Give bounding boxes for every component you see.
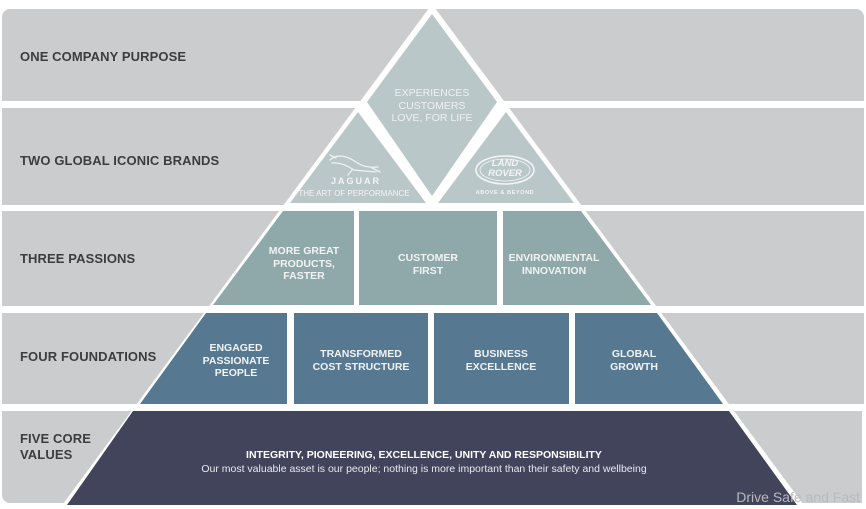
foundation-4-line2: GROWTH [610,360,658,373]
foundation-transformed-cost: TRANSFORMED COST STRUCTURE [313,348,410,373]
foundation-3-line2: EXCELLENCE [465,360,537,373]
tier-brand-jaguar-segment [290,112,426,203]
passion-3-line2: INNOVATION [521,264,587,277]
tier-foundation-1-segment [140,313,287,404]
tier-passion-1-segment [213,211,354,305]
land-rover-wordmark: LAND ROVER [488,159,522,179]
passion-environmental-innovation: ENVIRONMENTAL INNOVATION [509,252,600,277]
purpose-line1: EXPERIENCES [394,87,470,99]
foundation-1-line2: PASSIONATE [202,354,270,367]
purpose-line2: CUSTOMERS [398,99,466,112]
passion-3-line1: ENVIRONMENTAL [508,252,600,264]
passion-2-line1: CUSTOMER [398,252,458,264]
row-label-foundations: FOUR FOUNDATIONS [20,349,157,364]
foundation-1-line3: PEOPLE [214,367,258,379]
tier-core-values-segment [67,411,797,505]
foundation-engaged-people: ENGAGED PASSIONATE PEOPLE [203,342,270,380]
row-label-purpose: ONE COMPANY PURPOSE [20,49,187,64]
foundation-1-line1: ENGAGED [209,342,263,354]
row-label-core-values-line1: FIVE CORE [20,431,91,446]
passion-1-line3: FASTER [283,270,325,282]
purpose-line3: LOVE, FOR LIFE [391,112,473,124]
tier-brand-landrover-segment [438,112,574,203]
tier-foundation-3-segment [434,313,569,404]
tier-foundation-4-segment [575,313,723,404]
tier-foundation-2-segment [294,313,428,404]
land-rover-oval-icon [475,155,535,185]
core-values-subtitle: Our most valuable asset is our people; n… [201,463,647,475]
purpose-text: EXPERIENCES CUSTOMERS LOVE, FOR LIFE [391,87,472,125]
foundation-global-growth: GLOBAL GROWTH [610,348,658,373]
passion-2-line2: FIRST [412,264,444,277]
passion-more-great-products: MORE GREAT PRODUCTS, FASTER [269,245,339,283]
watermark-text: Drive Safe and Fast [736,489,860,505]
row-label-brands: TWO GLOBAL ICONIC BRANDS [20,153,220,168]
passion-1-line2: PRODUCTS, [273,257,335,270]
foundation-3-line1: BUSINESS [474,348,528,360]
passion-customer-first: CUSTOMER FIRST [398,252,458,277]
jaguar-wordmark: JAGUAR [330,176,382,186]
tier-passion-3-segment [503,211,651,305]
row-label-core-values: FIVE CORE VALUES [20,431,91,463]
jaguar-tagline: THE ART OF PERFORMANCE [298,189,410,198]
foundation-4-line1: GLOBAL [611,348,657,360]
row-label-core-values-line2: VALUES [20,447,73,462]
land-rover-tagline: ABOVE & BEYOND [475,190,535,196]
land-rover-wordmark-line2: ROVER [488,168,522,179]
land-rover-wordmark-line1: LAND [491,158,519,169]
tier-passion-2-segment [359,211,497,305]
jaguar-leaper-icon [329,154,381,176]
tier-purpose-segment [367,14,497,196]
row-label-passions: THREE PASSIONS [20,251,136,266]
core-values-title: INTEGRITY, PIONEERING, EXCELLENCE, UNITY… [246,449,602,461]
passion-1-line1: MORE GREAT [268,245,340,257]
foundation-2-line2: COST STRUCTURE [312,360,410,373]
foundation-2-line1: TRANSFORMED [320,348,402,360]
foundation-business-excellence: BUSINESS EXCELLENCE [466,348,537,373]
